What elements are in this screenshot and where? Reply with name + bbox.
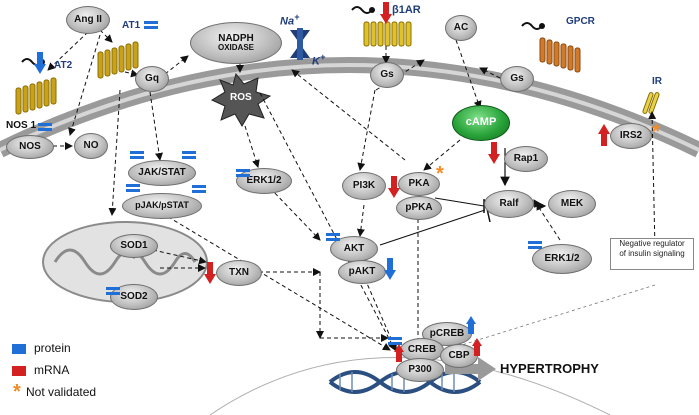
ligand-icon: [521, 22, 543, 30]
legend-mrna-label: mRNA: [34, 363, 70, 377]
na-label: Na+: [280, 12, 299, 28]
gpcr-receptor-icon: [539, 37, 581, 73]
nadph-oxidase-node: NADPH OXIDASE: [190, 22, 282, 64]
ligand-icon: [351, 6, 373, 14]
k-label: K+: [312, 52, 325, 68]
pjakstat-node: pJAK/pSTAT: [122, 193, 202, 219]
p300-node: P300: [396, 358, 444, 382]
angii-node: Ang II: [66, 6, 110, 34]
equal-icon: [182, 151, 196, 159]
down-arrow-icon: [34, 52, 46, 74]
hypertrophy-label: HYPERTROPHY: [500, 361, 599, 376]
equal-icon: [388, 337, 402, 345]
equal-icon: [144, 21, 158, 29]
oxidase-label: OXIDASE: [217, 43, 254, 53]
nos1-label: NOS 1: [6, 120, 37, 131]
k-charge: +: [319, 52, 326, 62]
down-arrow-icon: [204, 262, 216, 284]
legend-protein-swatch: [12, 344, 26, 354]
erk12-node-1: ERK1/2: [236, 168, 292, 194]
k-text: K: [312, 55, 320, 68]
gs-node-2: Gs: [500, 66, 534, 92]
camp-node: cAMP: [452, 105, 510, 141]
equal-icon: [126, 184, 140, 192]
down-arrow-icon: [380, 2, 392, 24]
gs-node-1: Gs: [370, 62, 404, 88]
ros-starburst: [210, 72, 272, 127]
down-arrow-icon: [488, 142, 500, 164]
txn-node: TXN: [216, 260, 262, 286]
equal-icon: [106, 287, 120, 295]
rap1-node: Rap1: [504, 146, 548, 172]
pakt-node: pAKT: [338, 260, 386, 284]
neg-reg-line2: of insulin signaling: [619, 249, 685, 258]
cbp-node: CBP: [440, 344, 478, 368]
ir-label: IR: [652, 76, 662, 87]
ir-receptor-icon: [642, 92, 660, 114]
ralf-node: Ralf: [484, 190, 534, 218]
ac-node: AC: [445, 15, 477, 41]
na-text: Na: [280, 15, 295, 28]
erk12-node-2: ERK1/2: [532, 244, 592, 274]
equal-icon: [130, 151, 144, 159]
jakstat-node: JAK/STAT: [128, 160, 196, 186]
beta1ar-receptor-icon: [363, 21, 412, 47]
up-arrow-icon: [598, 124, 610, 146]
down-arrow-icon: [388, 176, 400, 198]
na-charge: +: [294, 12, 300, 22]
star-icon: *: [436, 163, 444, 185]
hypertrophy-arrow-icon: [445, 357, 496, 381]
star-icon: *: [652, 121, 660, 143]
legend-not-validated-label: Not validated: [26, 385, 97, 399]
equal-icon: [192, 185, 206, 193]
up-arrow-icon: [394, 344, 404, 362]
down-arrow-icon: [384, 258, 396, 280]
pi3k-node: PI3K: [342, 172, 386, 200]
up-arrow-icon: [472, 338, 482, 356]
equal-icon: [528, 241, 542, 249]
at2-label: AT2: [54, 60, 73, 71]
legend-mrna-swatch: [12, 366, 26, 376]
gq-node: Gq: [135, 66, 169, 92]
sod1-node: SOD1: [110, 234, 158, 258]
ppka-node: pPKA: [396, 196, 442, 220]
nucleus-outline: [209, 357, 611, 415]
equal-icon: [38, 123, 52, 131]
irs2-node: IRS2: [610, 123, 652, 149]
pka-node: PKA: [398, 172, 440, 196]
mek-node: MEK: [548, 190, 596, 218]
legend-star-icon: *: [13, 381, 21, 403]
at1-label: AT1: [122, 20, 141, 31]
up-arrow-icon: [466, 316, 476, 334]
at2-receptor-icon: [15, 77, 57, 115]
neg-reg-line1: Negative regulator: [619, 239, 685, 248]
nos-node: NOS: [6, 135, 54, 159]
gpcr-label: GPCR: [566, 16, 595, 27]
legend-protein-label: protein: [34, 341, 71, 355]
equal-icon: [326, 233, 340, 241]
equal-icon: [236, 169, 250, 177]
no-node: NO: [74, 133, 108, 159]
nadph-label: NADPH: [218, 32, 254, 44]
beta1ar-label: β1AR: [392, 4, 421, 16]
at1-receptor-icon: [97, 41, 139, 79]
negative-regulator-box: Negative regulator of insulin signaling: [610, 238, 694, 270]
ion-channel-icon: [290, 28, 310, 60]
ros-label: ROS: [230, 92, 252, 103]
